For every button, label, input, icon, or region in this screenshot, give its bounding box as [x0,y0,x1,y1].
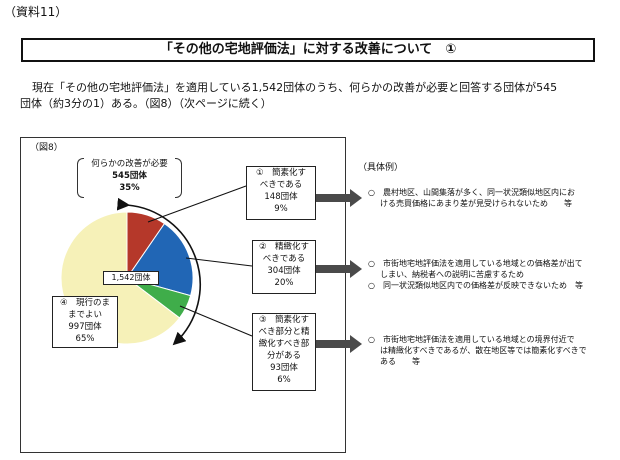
bubble-current-l2: までよい [67,310,102,320]
example-both-l2: は精緻化すべきであるが、散在地区等では簡素化すべきで [380,346,587,355]
arrow-both [316,335,362,353]
example-simplify-l1: ○ 農村地区、山間集落が多く、同一状況類似地区内にお [368,188,575,197]
bubble-simplify: ① 簡素化す べきである 148団体 9% [246,166,316,220]
arrow-refine [316,260,362,278]
example-refine-l1: ○ 市街地宅地評価法を適用している地域との価格差が出て [368,259,583,268]
center-total-label: 1,542団体 [103,271,159,285]
bubble-refine-l1: ② 精緻化す [258,242,310,252]
bubble-refine: ② 精緻化す べきである 304団体 20% [252,240,316,294]
intro-line-2: 団体（約3分の1）ある。（図8）（次ページに続く） [20,97,272,110]
bubble-refine-l4: 20% [274,278,294,288]
bubble-simplify-l3: 148団体 [264,192,298,202]
improvement-arc [116,197,201,346]
bubble-both-l4: 分がある [266,351,301,361]
bubble-simplify-l4: 9% [274,204,288,214]
example-both-l1: ○ 市街地宅地評価法を適用している地域との境界付近で [368,335,575,344]
example-simplify-l2: ける売買価格にあまり差が見受けられないため 等 [380,199,572,208]
examples-heading: （具体例） [358,163,404,173]
bubble-refine-l3: 304団体 [267,266,301,276]
example-simplify: ○ 農村地区、山間集落が多く、同一状況類似地区内にお ける売買価格にあまり差が見… [368,187,575,209]
note-line-2: 545団体 [112,171,147,181]
leader-line-both [179,305,253,337]
bubble-simplify-l1: ① 簡素化す [255,168,307,178]
bubble-current-l4: 65% [75,334,95,344]
figure-frame [20,137,346,453]
improvement-needed-note: 何らかの改善が必要 545団体 35% [77,158,182,198]
bubble-both: ③ 簡素化す べき部分と精 緻化すべき部 分がある 93団体 6% [252,313,316,391]
intro-text: 現在「その他の宅地評価法」を適用している1,542団体のうち、何らかの改善が必要… [20,80,605,112]
bubble-current-l3: 997団体 [68,322,102,332]
example-refine: ○ 市街地宅地評価法を適用している地域との価格差が出て しまい、納税者への説明に… [368,258,583,291]
example-refine-l3: ○ 同一状況類似地区内での価格差が反映できないため 等 [368,281,583,290]
left-brace [77,158,84,198]
bubble-both-l1: ③ 簡素化す [258,315,310,325]
leader-line-refine [185,257,253,267]
page-title: 「その他の宅地評価法」に対する改善について ① [21,38,595,62]
bubble-both-l5: 93団体 [270,363,298,373]
note-line-3: 35% [119,183,140,193]
bubble-both-l3: 緻化すべき部 [258,339,310,349]
arrow-simplify [316,189,362,207]
right-brace [175,158,182,198]
bubble-both-l2: べき部分と精 [258,327,310,337]
document-label: （資料11） [4,5,68,19]
bubble-refine-l2: べきである [262,254,306,264]
note-line-1: 何らかの改善が必要 [91,159,168,169]
bubble-simplify-l2: べきである [259,180,303,190]
leader-line-simplify [147,185,247,223]
bubble-current-l1: ④ 現行のま [59,298,111,308]
example-refine-l2: しまい、納税者への説明に苦慮するため [380,270,524,279]
figure-label: （図8） [30,143,63,153]
bubble-current: ④ 現行のま までよい 997団体 65% [52,296,118,348]
intro-line-1: 現在「その他の宅地評価法」を適用している1,542団体のうち、何らかの改善が必要… [32,81,558,94]
example-both-l3: ある 等 [380,357,420,366]
example-both: ○ 市街地宅地評価法を適用している地域との境界付近で は精緻化すべきであるが、散… [368,334,587,367]
bubble-both-l6: 6% [277,375,291,385]
